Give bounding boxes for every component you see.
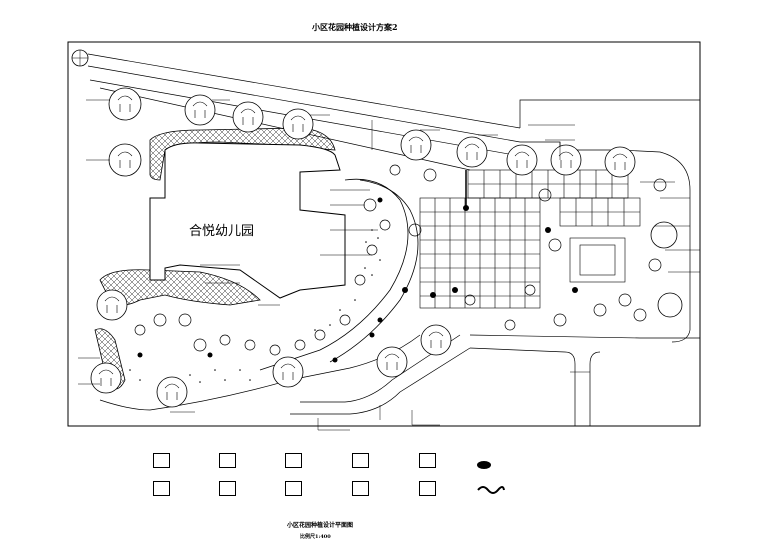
large-trees [90,87,683,408]
shrub-symbols [134,164,667,356]
deciduous-symbol-icon [352,481,369,496]
legend-item [153,481,193,497]
palm-symbol-icon [352,453,369,468]
legend-item [352,481,392,497]
legend-item [419,481,459,497]
groundcover-symbol-icon [153,481,170,496]
building-label: 合悦幼儿园 [189,224,255,239]
legend-item [285,481,325,497]
flower-symbol-icon [219,453,236,468]
site-boundary [67,41,701,427]
legend-item [476,455,516,471]
tree-crown-marks [98,95,628,400]
legend-item [219,453,259,469]
shrub-symbol-icon [153,453,170,468]
bush-symbol-icon [219,481,236,496]
scale-note: 比例尺1:400 [300,534,331,540]
north-arrow-icon [71,49,89,67]
legend-item [285,453,325,469]
leader-lines [78,99,700,431]
garden-path [259,178,409,371]
legend-item [153,453,193,469]
groundcover-dots [129,229,381,383]
star-plant-symbol-icon [285,481,302,496]
vine-symbol-icon [477,486,505,494]
legend-item [352,453,392,469]
shrub-bed-bottom [99,269,261,306]
legend-item [219,481,259,497]
drawing-title: 小区花园种植设计方案2 [312,22,398,32]
dark-plant-symbols [137,197,578,363]
hedge-symbol-icon [477,461,491,469]
tree-symbol-icon [285,453,302,468]
plan-caption: 小区花园种植设计平面图 [287,522,354,529]
kindergarten-building [149,142,346,299]
paving-grid [419,169,641,309]
conifer-symbol-icon [419,453,436,468]
legend-item [476,481,516,497]
legend-item [419,453,459,469]
fern-symbol-icon [419,481,436,496]
